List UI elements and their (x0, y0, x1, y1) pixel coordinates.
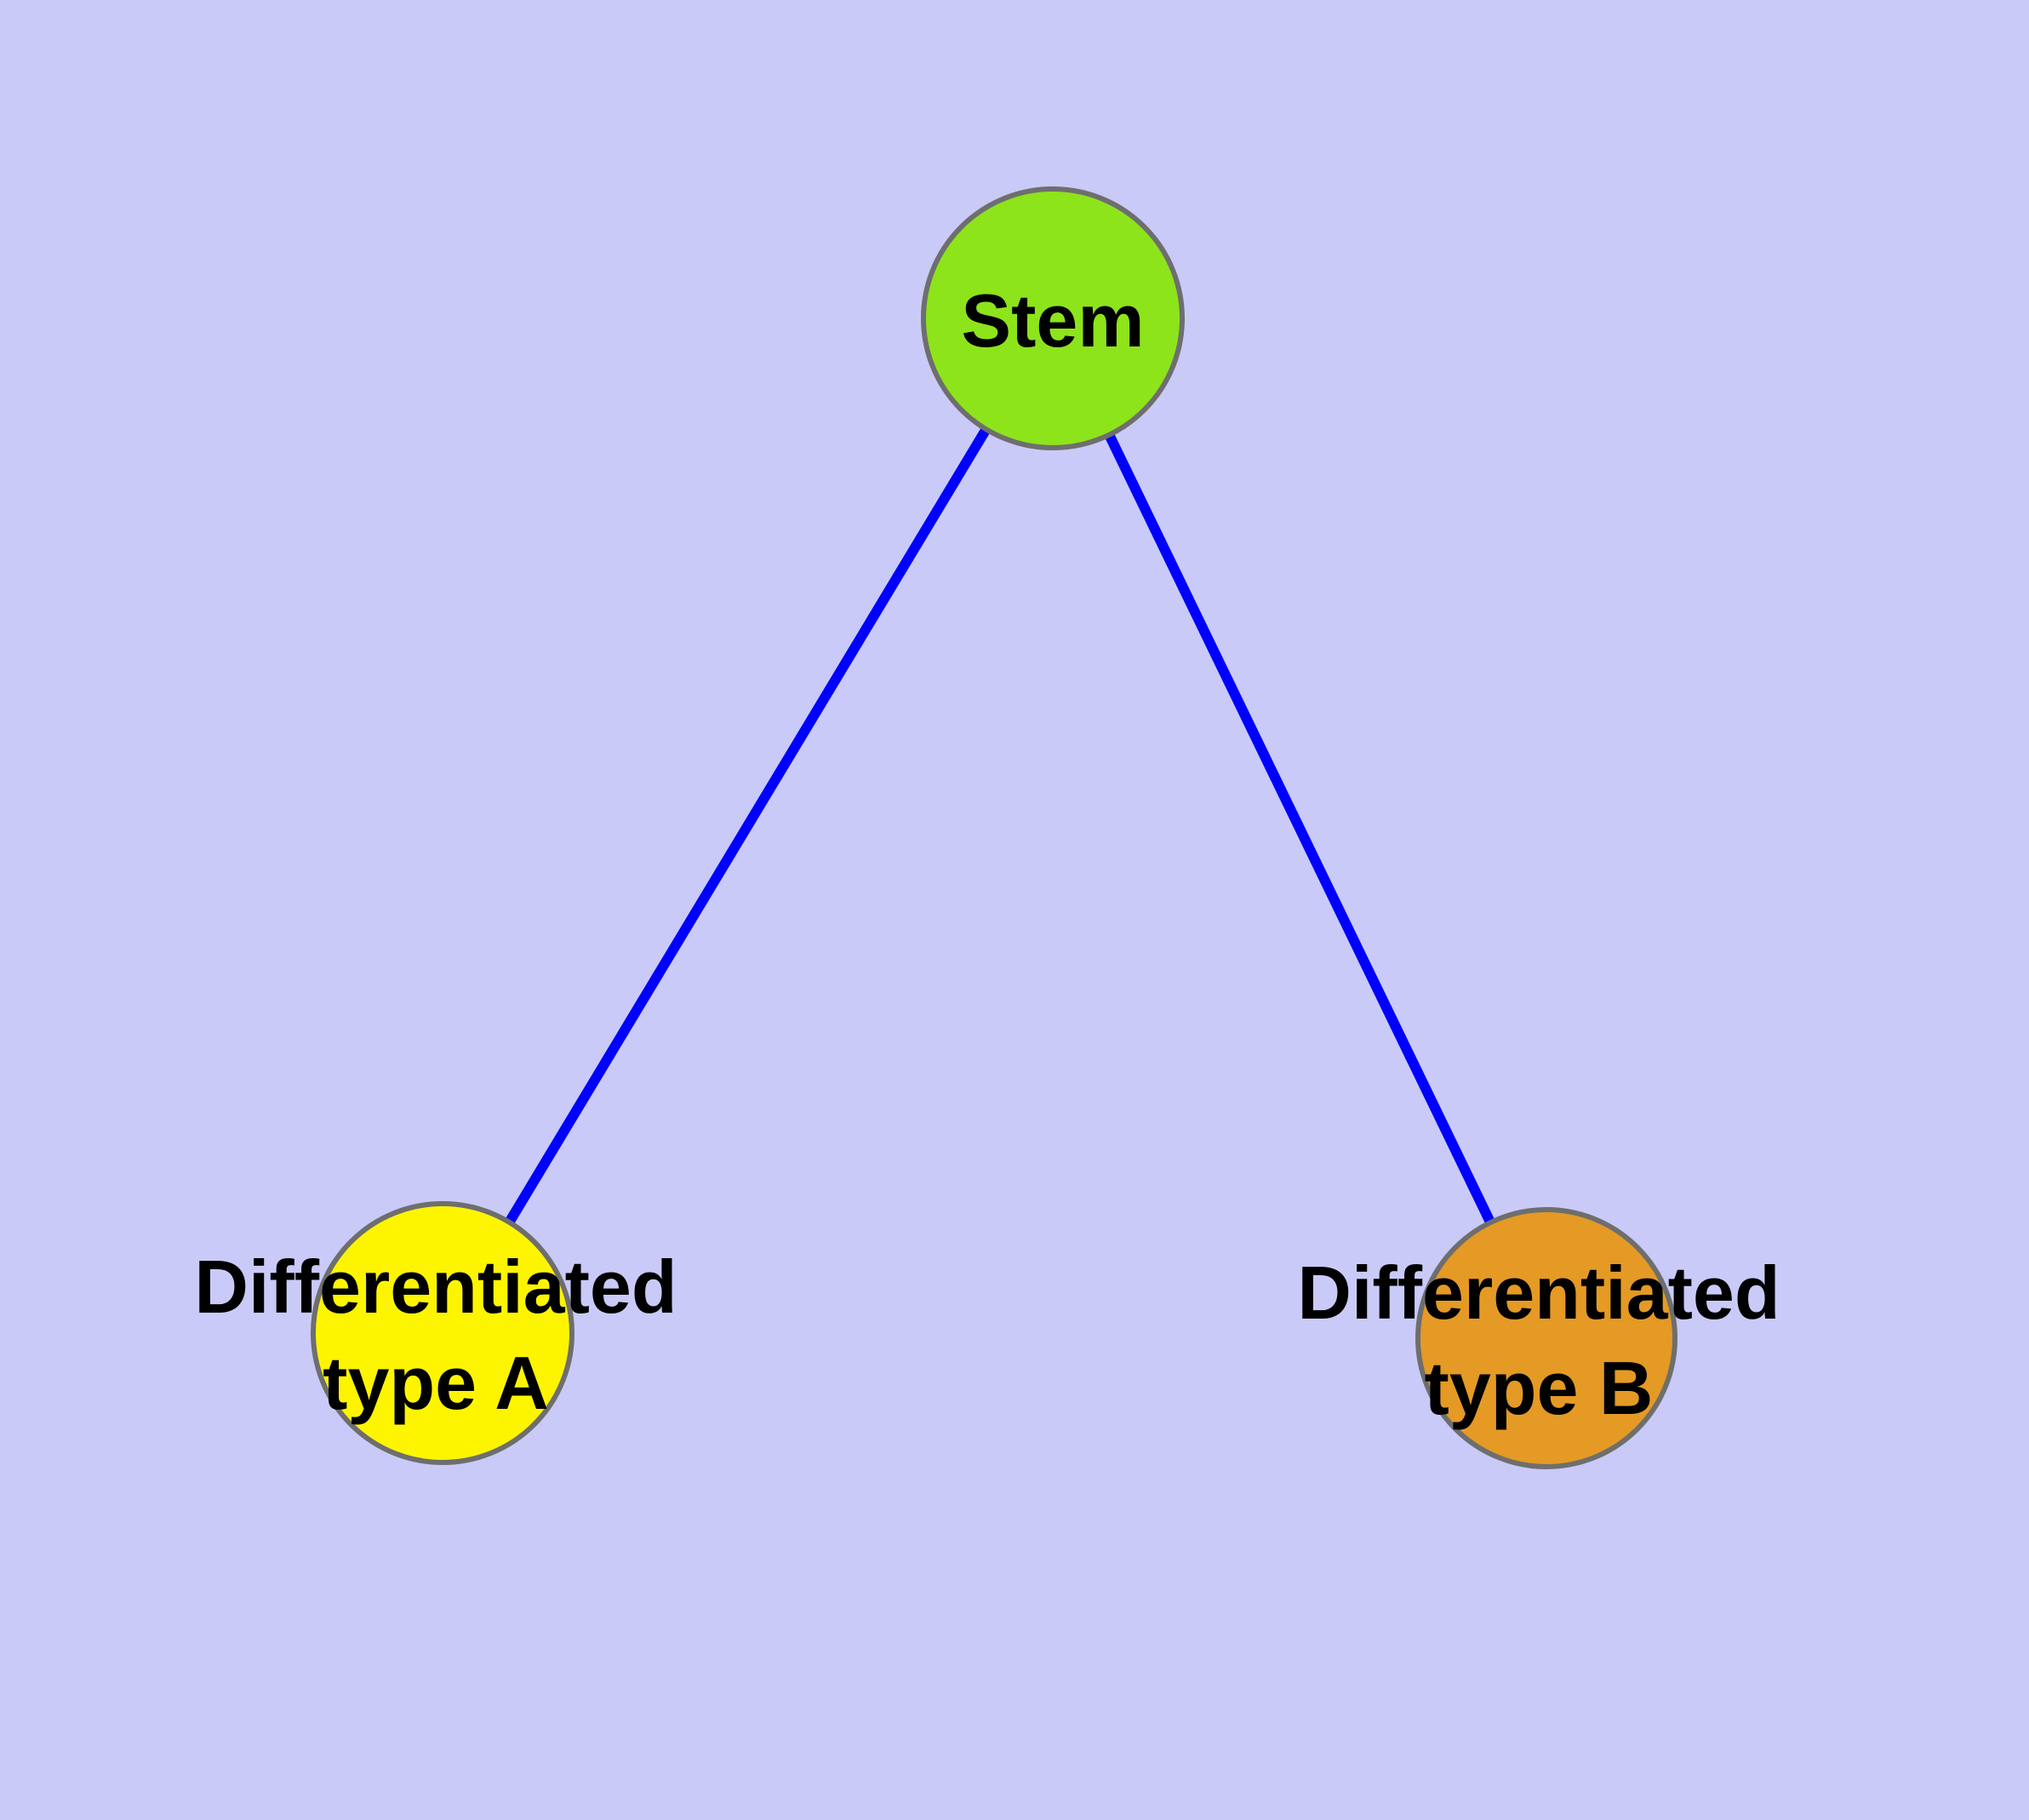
node-type-b-label-line2: type B (1425, 1346, 1654, 1430)
node-differentiated-type-b (1415, 1207, 1677, 1469)
node-type-a-label-line2: type A (323, 1341, 549, 1425)
edge-stem-to-type-a (437, 315, 1058, 1336)
node-stem (921, 186, 1185, 450)
edge-stem-to-type-b (1048, 316, 1552, 1341)
node-type-b-label-line1: Differentiated (1297, 1251, 1780, 1335)
node-type-a-label-line1: Differentiated (194, 1245, 677, 1329)
node-stem-label: Stem (961, 278, 1144, 363)
node-differentiated-type-a (311, 1201, 574, 1465)
